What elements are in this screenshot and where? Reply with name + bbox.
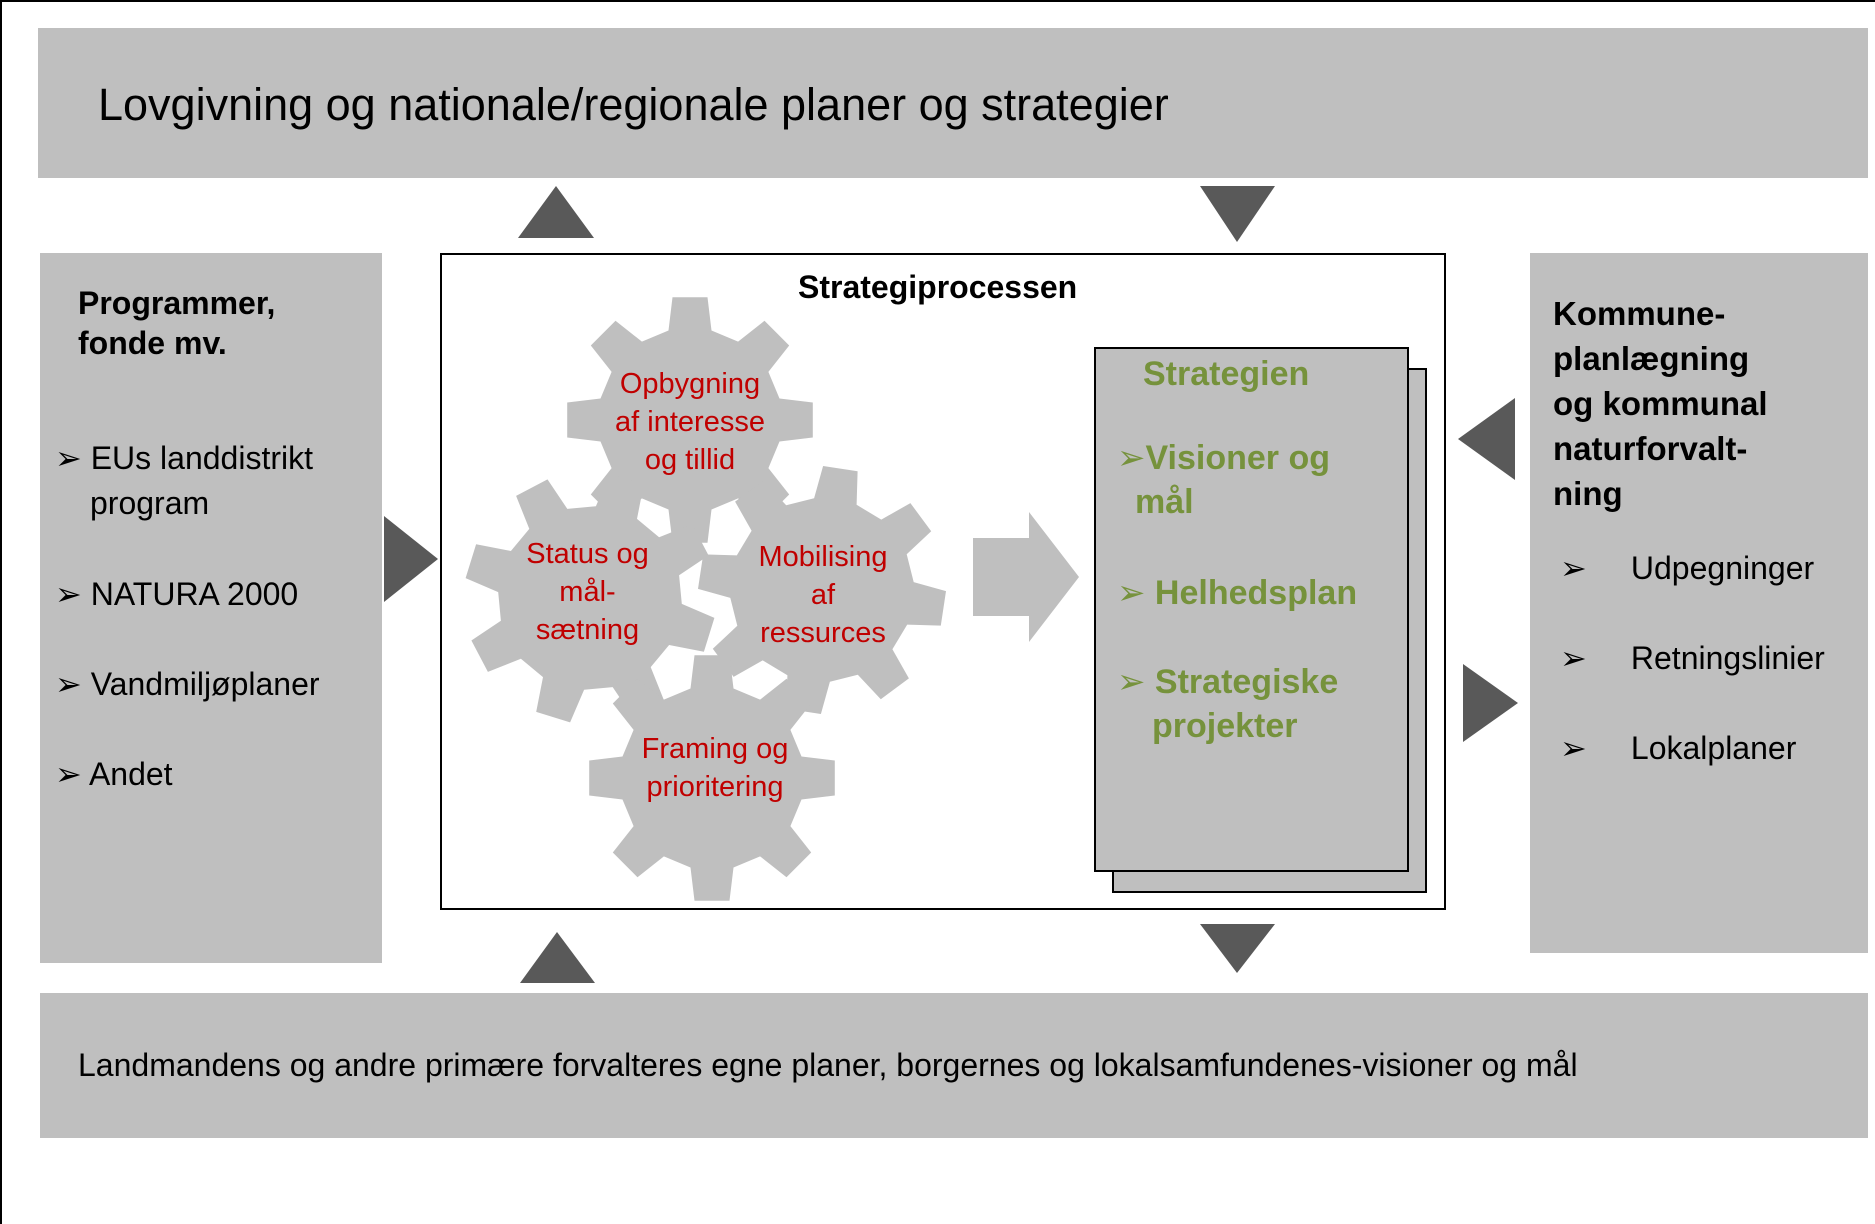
right-list-item-text: Udpegninger [1630, 550, 1815, 586]
arrow-right-right-icon [1463, 664, 1518, 742]
strategy-item: ➢ Strategiske [1117, 663, 1339, 701]
left-list-item: ➢ Vandmiljøplaner [55, 664, 320, 704]
arrow-right-left-icon [384, 516, 438, 602]
arrow-down-top-icon [1200, 186, 1275, 242]
right-panel-heading: Kommune- planlægning og kommunal naturfo… [1553, 295, 1768, 512]
left-list-item-continuation: program [90, 483, 209, 523]
left-list-item-text: Andet [88, 756, 173, 792]
strategy-title: Strategien [1143, 355, 1310, 393]
left-list-item: ➢ EUs landdistrikt [55, 438, 313, 478]
right-list-item: ➢ Retningslinier [1560, 638, 1825, 678]
left-list-item-text: EUs landdistrikt [90, 440, 313, 476]
left-list-item-text: Vandmiljøplaner [90, 666, 320, 702]
arrow-down-bottom-icon [1200, 924, 1275, 973]
gear-label-status: Status og mål- sætning [526, 538, 649, 646]
gear-shape-framing [589, 655, 835, 901]
strategy-item: ➢Visioner og [1117, 439, 1331, 477]
gear-shape-mobilising [698, 466, 946, 714]
strategy-item-continuation: projekter [1152, 707, 1298, 745]
bullet-arrow-icon: ➢ [55, 440, 82, 476]
bullet-arrow-icon: ➢ [1560, 550, 1587, 586]
right-list-item-text: Lokalplaner [1630, 730, 1797, 766]
bullet-arrow-icon: ➢ [1560, 730, 1587, 766]
bottom-band-text: Landmandens og andre primære forvalteres… [78, 1047, 1578, 1083]
arrow-left-right-icon [1458, 398, 1515, 480]
bullet-arrow-icon: ➢ [55, 756, 82, 792]
left-list-item-text: program [90, 485, 210, 521]
bottom-band: Landmandens og andre primære forvalteres… [40, 993, 1868, 1138]
left-list-item: ➢ NATURA 2000 [55, 574, 298, 614]
right-list-item-text: Retningslinier [1630, 640, 1825, 676]
arrow-up-bottom-icon [520, 932, 595, 983]
flow-arrow-icon [973, 512, 1079, 642]
left-panel-heading: Programmer, fonde mv. [78, 285, 276, 361]
gear-label-opbygning: Opbygning af interesse og tillid [615, 368, 765, 476]
left-list-item: ➢ Andet [55, 754, 173, 794]
gear-shape-status [465, 473, 715, 723]
strategy-item: ➢ Helhedsplan [1117, 574, 1358, 612]
right-panel: Kommune- planlægning og kommunal naturfo… [1530, 253, 1868, 953]
strategy-item-continuation: mål [1135, 483, 1194, 521]
right-list-item: ➢ Lokalplaner [1560, 728, 1796, 768]
process-title: Strategiprocessen [798, 269, 1078, 305]
bullet-arrow-icon: ➢ [55, 576, 82, 612]
top-band-text: Lovgivning og nationale/regionale planer… [98, 79, 1169, 130]
arrow-up-top-icon [518, 186, 594, 238]
left-list-item-text: NATURA 2000 [90, 576, 299, 612]
left-panel: Programmer, fonde mv. ➢ EUs landdistrikt… [40, 253, 382, 963]
bullet-arrow-icon: ➢ [55, 666, 82, 702]
right-list-item: ➢ Udpegninger [1560, 548, 1814, 588]
document-front-page [1094, 347, 1409, 872]
gear-label-framing: Framing og prioritering [641, 733, 789, 803]
gear-label-mobilising: Mobilising af ressurces [758, 541, 888, 649]
bullet-arrow-icon: ➢ [1560, 640, 1587, 676]
top-band: Lovgivning og nationale/regionale planer… [38, 28, 1868, 178]
